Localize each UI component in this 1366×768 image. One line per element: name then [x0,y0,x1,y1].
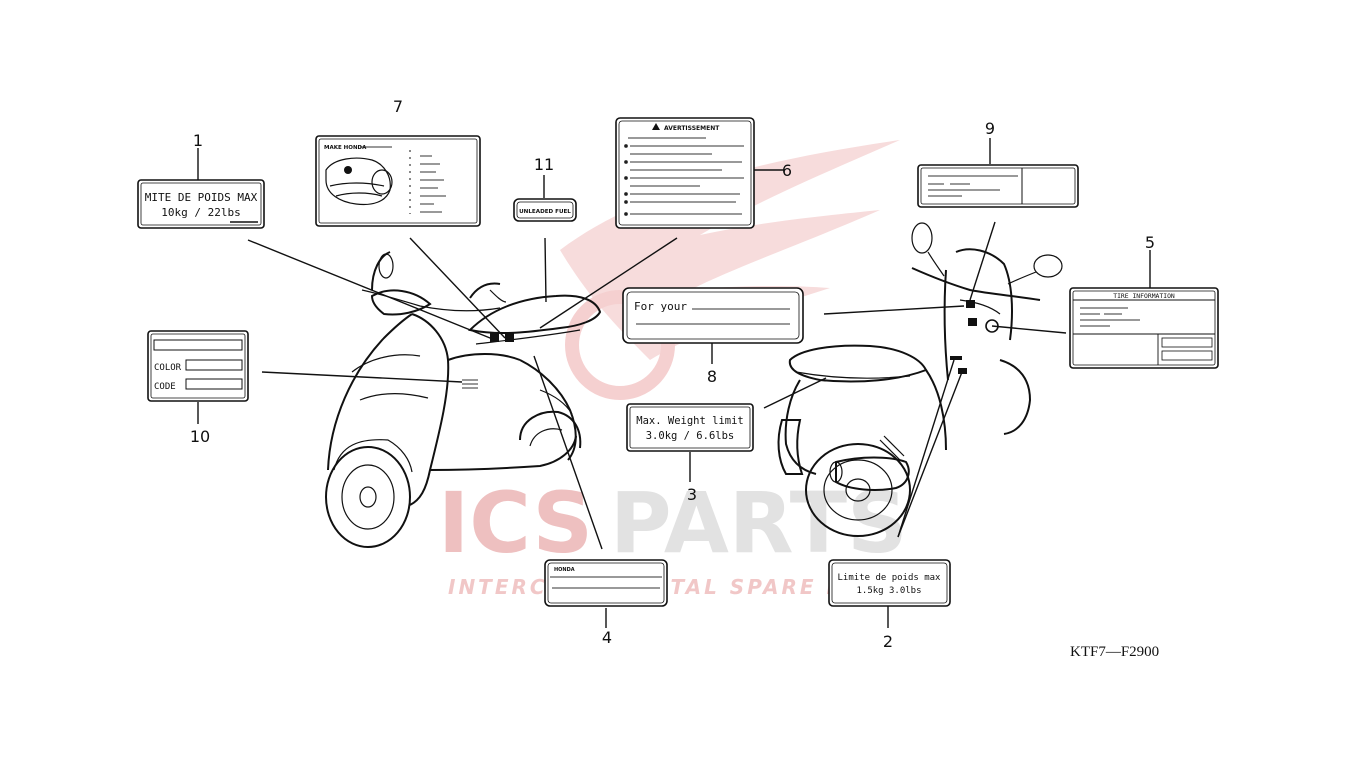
label-1-line2: 10kg / 22lbs [161,206,240,219]
label-4-header: HONDA [554,567,575,573]
label-7-engine-illustration [325,157,393,206]
callout-11: 11 [534,155,554,174]
label-10-color-code: COLOR CODE [147,330,249,402]
watermark-parts: PARTS [610,474,908,572]
label-4-honda-plate: HONDA [544,559,668,607]
callout-8: 8 [707,367,717,386]
label-3-line2: 3.0kg / 6.6lbs [646,430,735,442]
label-3-line1: Max. Weight limit [636,415,743,427]
label-2-line2: 1.5kg 3.0lbs [856,586,921,596]
callout-4: 4 [602,628,612,647]
label-11-unleaded-fuel: UNLEADED FUEL [513,198,577,222]
callout-3: 3 [687,485,697,504]
callout-6: 6 [782,161,792,180]
label-5-tire-information: TIRE INFORMATION [1069,287,1219,369]
callout-2: 2 [883,632,893,651]
label-6-avertissement: AVERTISSEMENT [615,117,755,229]
callout-10: 10 [190,427,210,446]
label-10-code: CODE [154,382,176,392]
callout-7: 7 [393,97,403,116]
label-1-weight-limit: MITE DE POIDS MAX 10kg / 22lbs [137,179,265,229]
label-3-max-weight-limit: Max. Weight limit 3.0kg / 6.6lbs [626,403,754,452]
label-7-header: MAKE HONDA [324,145,367,151]
label-2-line1: Limite de poids max [838,573,942,583]
label-10-color: COLOR [154,363,182,373]
leader-lines [197,136,1151,628]
callout-5: 5 [1145,233,1155,252]
scooter-rear-view [777,222,1063,537]
label-9-plate [917,164,1079,208]
label-7-make-honda: MAKE HONDA [315,135,481,227]
label-8-line1: For your [634,300,687,313]
label-2-weight-limit: Limite de poids max 1.5kg 3.0lbs [828,559,951,607]
label-11-text: UNLEADED FUEL [519,209,571,215]
callout-1: 1 [193,131,203,150]
label-5-header: TIRE INFORMATION [1113,292,1175,300]
diagram-reference-code: KTF7—F2900 [1070,644,1159,660]
callout-9: 9 [985,119,995,138]
label-6-header: AVERTISSEMENT [664,125,720,132]
watermark-ics: ICS [438,474,593,572]
label-1-line1: MITE DE POIDS MAX [145,191,258,204]
label-8-for-your: For your [622,287,804,344]
